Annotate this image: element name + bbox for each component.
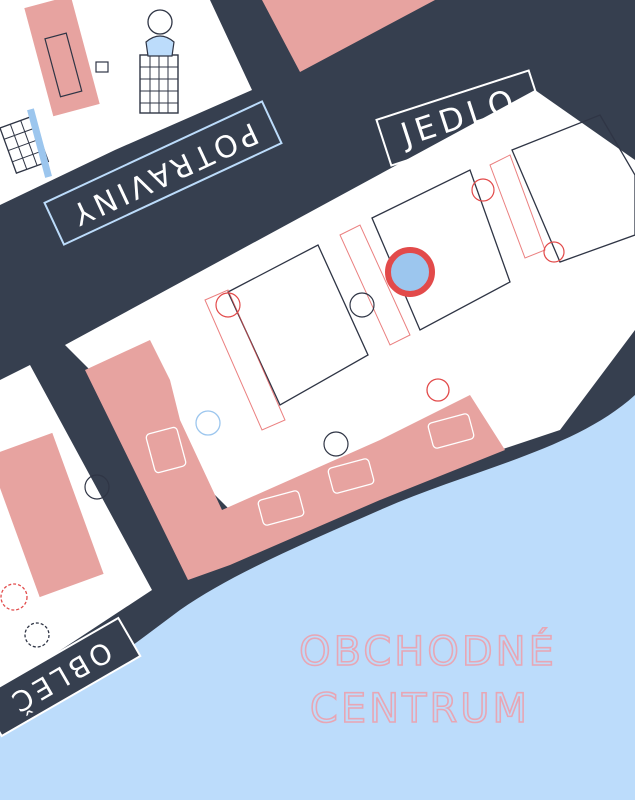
table: [511, 114, 635, 263]
cash-register: [95, 61, 109, 73]
grocery-shelf: [44, 32, 83, 98]
diner: [471, 178, 495, 202]
booth: [204, 289, 286, 431]
booth: [489, 154, 546, 259]
clothing-rack: [0, 583, 28, 611]
tray: [327, 458, 375, 494]
tray: [427, 413, 475, 449]
clothing-store-block: [0, 365, 152, 690]
diner: [349, 292, 375, 318]
food-trays: [145, 413, 475, 526]
clothing-counter: [0, 432, 104, 598]
tray: [145, 426, 187, 474]
diner: [215, 292, 241, 318]
clothing-shopper: [84, 474, 110, 500]
table: [227, 244, 369, 406]
shopping-cart-icon-2: [0, 115, 50, 174]
clothing-rack: [24, 622, 50, 648]
food-court-counter: [85, 340, 505, 580]
diner: [323, 431, 349, 457]
diner: [543, 241, 565, 263]
diner: [385, 247, 435, 297]
diner: [258, 458, 282, 482]
diner: [426, 378, 450, 402]
grocery-blue-shelf: [27, 108, 52, 178]
area-label-line1: OBCHODNÉ: [299, 627, 557, 675]
shopper-figure: [145, 9, 175, 57]
diner: [195, 410, 221, 436]
area-label-line2: CENTRUM: [310, 686, 530, 732]
grocery-store-block: [0, 0, 252, 205]
top-pink-building: [262, 0, 435, 72]
tray: [257, 490, 305, 526]
diner-figures: [195, 178, 565, 482]
